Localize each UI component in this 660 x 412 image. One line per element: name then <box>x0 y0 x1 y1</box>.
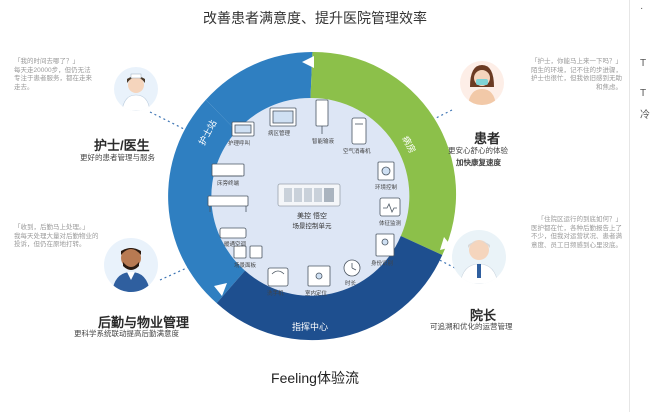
director-icon <box>459 240 499 284</box>
director-avatar <box>452 230 506 284</box>
ring-segment-command <box>216 236 443 341</box>
patient-title: 患者 <box>474 131 501 146</box>
device-label: 体征监测 <box>379 221 402 227</box>
logistics-title: 后勤与物业管理 <box>98 315 190 330</box>
bed-icon <box>207 195 249 212</box>
controller-icon <box>277 183 341 207</box>
manager-icon <box>112 248 150 292</box>
device-label: 身份识别 <box>371 261 394 267</box>
clock-icon <box>343 259 361 277</box>
connector-director <box>419 249 456 269</box>
device-label: 护理呼叫 <box>228 141 251 147</box>
director-desc: 可追溯和优化的运营管理 <box>430 322 513 331</box>
bedside-icon <box>211 163 245 177</box>
nurse-desc: 更好的患者管理与服务 <box>80 153 155 162</box>
side-panel-item: 冷 <box>640 110 650 121</box>
ward-call-icon <box>231 121 255 137</box>
device-label: 洗手机 <box>267 291 284 297</box>
ring-segment-nurse-top <box>205 52 313 132</box>
device-label: 环境控制 <box>375 185 398 191</box>
ward-mgmt-icon <box>269 107 297 127</box>
device-label: 时长 <box>345 281 357 287</box>
patient-quote: 「护士，你能马上来一下吗？」 陌生的环境，记不住的步进骤， 护士也很忙，但我依旧… <box>531 58 622 91</box>
hvac-icon <box>219 227 247 239</box>
device-label: 病区管理 <box>268 131 291 137</box>
ring-arrow <box>214 283 227 296</box>
ring-segment-nurse <box>168 99 245 304</box>
ecosystem-diagram: 护士站 病房 指挥中心 美控 悟空 场景控制单元 <box>149 52 457 341</box>
env-control-icon <box>377 161 395 181</box>
director-quote: 「住院区运行的到底如何？」 医护都在忙，各种后勤报告上了 不少，但我对运营状况、… <box>531 216 622 249</box>
connector-nurse <box>149 111 197 136</box>
device-label: 空气消毒机 <box>343 149 371 155</box>
ring-arrow <box>302 56 314 68</box>
device-label: 智能输液 <box>312 139 335 145</box>
patient-desc-2: 加快康复速度 <box>456 158 501 167</box>
director-title: 院长 <box>470 308 497 323</box>
nurse-avatar <box>114 67 158 111</box>
hand-wash-icon <box>267 267 289 287</box>
patient-desc-1: 更安心舒心的体验 <box>448 146 508 155</box>
ring-segment-ward <box>310 52 457 256</box>
side-panel-item: T <box>640 58 647 69</box>
patient-icon <box>468 65 496 105</box>
nurse-icon <box>121 73 151 111</box>
device-label: 床旁终端 <box>217 181 240 187</box>
ring-arrows <box>214 56 452 296</box>
page-title: 改善患者满意度、提升医院管理效率 <box>203 10 427 26</box>
nurse-quote: 「我的时间去哪了？」 每天走20000步，但仍无法 专注于患者服务，都在走来 走… <box>14 58 92 91</box>
infusion-icon <box>315 99 329 134</box>
indoor-loc-icon <box>307 265 331 287</box>
figure-caption: Feeling体验流 <box>271 370 359 386</box>
side-panel-item: T <box>640 88 647 99</box>
center-subtitle: 场景控制单元 <box>293 221 333 230</box>
side-panel-item: · <box>640 3 644 14</box>
identity-icon <box>375 233 395 257</box>
air-purifier-icon <box>351 117 367 145</box>
device-label: 暖通空调 <box>224 242 247 248</box>
side-panel: · T T 冷 <box>629 0 660 412</box>
scene-panel-icon <box>233 245 263 259</box>
logistics-avatar <box>104 238 158 292</box>
logistics-desc: 更科学系统联动提高后勤满意度 <box>74 329 179 338</box>
device-label: 室内定位 <box>305 291 328 297</box>
logistics-quote: 「收到，后勤马上处理。」 我每天处理大量对后勤物业的 投诉，但仍在原地打转。 <box>14 224 99 248</box>
patient-avatar <box>460 61 504 105</box>
device-label: 场景面板 <box>234 263 257 269</box>
vitals-icon <box>379 197 401 217</box>
ring-arrow <box>440 237 452 250</box>
center-title: 美控 悟空 <box>297 211 327 220</box>
nurse-title: 护士/医生 <box>94 138 150 153</box>
ring-label-command: 指挥中心 <box>292 321 328 332</box>
